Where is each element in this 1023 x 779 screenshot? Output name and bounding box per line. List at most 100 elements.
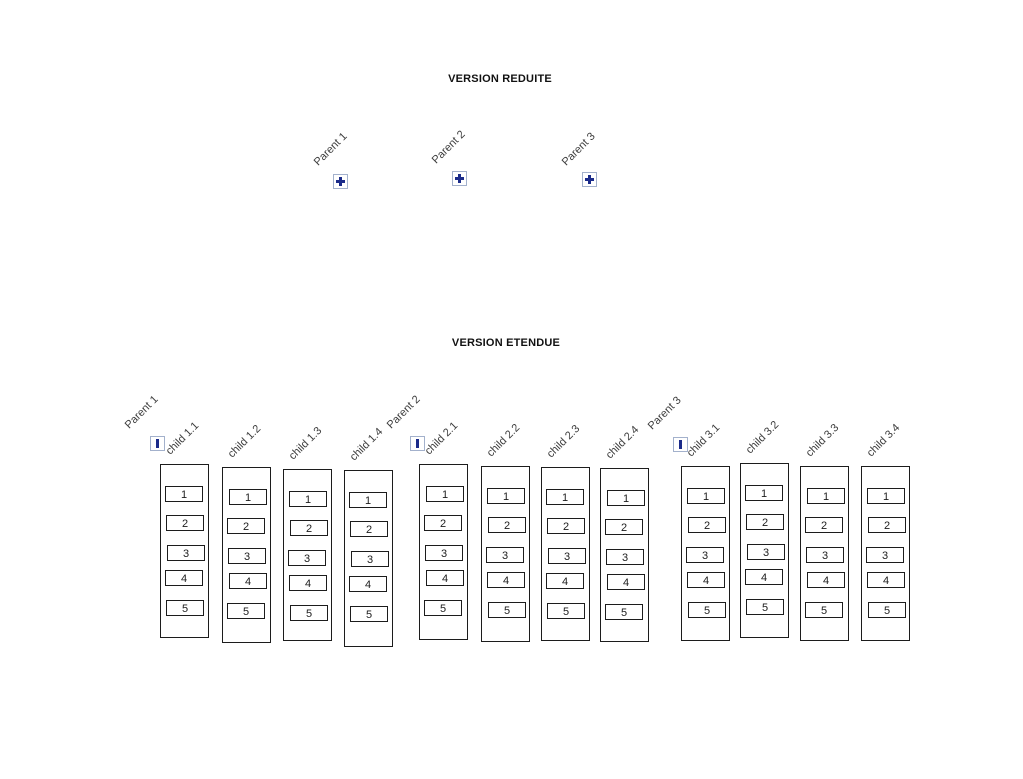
tree-item[interactable]: 5 bbox=[547, 603, 585, 619]
child-column: 1 2 3 4 5 bbox=[861, 466, 910, 641]
tree-item[interactable]: 3 bbox=[806, 547, 844, 563]
plus-icon-bar bbox=[588, 175, 591, 184]
tree-item[interactable]: 1 bbox=[546, 489, 584, 505]
tree-item[interactable]: 4 bbox=[289, 575, 327, 591]
tree-item[interactable]: 3 bbox=[288, 550, 326, 566]
tree-item[interactable]: 5 bbox=[605, 604, 643, 620]
tree-item[interactable]: 5 bbox=[746, 599, 784, 615]
tree-item[interactable]: 5 bbox=[688, 602, 726, 618]
child-column: 1 2 3 4 5 bbox=[541, 467, 590, 641]
child-column: 1 2 3 4 5 bbox=[481, 466, 530, 642]
extended-parent-label: Parent 1 bbox=[122, 393, 161, 432]
tree-item[interactable]: 2 bbox=[547, 518, 585, 534]
tree-item[interactable]: 2 bbox=[350, 521, 388, 537]
tree-item[interactable]: 5 bbox=[488, 602, 526, 618]
child-label: child 2.2 bbox=[484, 421, 523, 460]
tree-item[interactable]: 1 bbox=[807, 488, 845, 504]
tree-item[interactable]: 2 bbox=[290, 520, 328, 536]
child-column: 1 2 3 4 5 bbox=[160, 464, 209, 638]
tree-item[interactable]: 2 bbox=[868, 517, 906, 533]
tree-item[interactable]: 4 bbox=[165, 570, 203, 586]
tree-item[interactable]: 1 bbox=[867, 488, 905, 504]
child-column: 1 2 3 4 5 bbox=[283, 469, 332, 641]
plus-icon-bar bbox=[339, 177, 342, 186]
child-label: child 3.2 bbox=[743, 418, 782, 457]
tree-item[interactable]: 3 bbox=[606, 549, 644, 565]
child-label: child 2.4 bbox=[603, 423, 642, 462]
tree-item[interactable]: 1 bbox=[165, 486, 203, 502]
tree-item[interactable]: 1 bbox=[745, 485, 783, 501]
tree-item[interactable]: 2 bbox=[488, 517, 526, 533]
extended-parent-label: Parent 2 bbox=[384, 393, 423, 432]
child-column: 1 2 3 4 5 bbox=[344, 470, 393, 647]
tree-item[interactable]: 2 bbox=[424, 515, 462, 531]
tree-item[interactable]: 1 bbox=[229, 489, 267, 505]
tree-item[interactable]: 5 bbox=[805, 602, 843, 618]
reduced-section-title: VERSION REDUITE bbox=[448, 73, 552, 85]
tree-item[interactable]: 1 bbox=[289, 491, 327, 507]
child-label: child 3.1 bbox=[684, 421, 723, 460]
reduced-parent-label: Parent 1 bbox=[311, 130, 350, 169]
child-label: child 1.1 bbox=[163, 419, 202, 458]
tree-item[interactable]: 5 bbox=[166, 600, 204, 616]
collapse-bar-icon bbox=[679, 440, 682, 449]
extended-parent-2-collapse-button[interactable] bbox=[410, 436, 425, 451]
tree-item[interactable]: 2 bbox=[688, 517, 726, 533]
tree-item[interactable]: 3 bbox=[747, 544, 785, 560]
tree-item[interactable]: 4 bbox=[349, 576, 387, 592]
tree-item[interactable]: 4 bbox=[426, 570, 464, 586]
tree-item[interactable]: 5 bbox=[350, 606, 388, 622]
tree-item[interactable]: 4 bbox=[546, 573, 584, 589]
tree-item[interactable]: 4 bbox=[487, 572, 525, 588]
tree-item[interactable]: 3 bbox=[866, 547, 904, 563]
child-label: child 3.4 bbox=[864, 421, 903, 460]
tree-item[interactable]: 2 bbox=[746, 514, 784, 530]
tree-item[interactable]: 2 bbox=[805, 517, 843, 533]
reduced-parent-3-expand-button[interactable] bbox=[582, 172, 597, 187]
tree-item[interactable]: 1 bbox=[687, 488, 725, 504]
child-label: child 1.3 bbox=[286, 424, 325, 463]
tree-item[interactable]: 2 bbox=[166, 515, 204, 531]
tree-item[interactable]: 2 bbox=[605, 519, 643, 535]
tree-item[interactable]: 3 bbox=[167, 545, 205, 561]
plus-icon-bar bbox=[458, 174, 461, 183]
child-column: 1 2 3 4 5 bbox=[419, 464, 468, 640]
child-label: child 1.4 bbox=[347, 425, 386, 464]
tree-item[interactable]: 4 bbox=[607, 574, 645, 590]
child-label: child 2.3 bbox=[544, 422, 583, 461]
child-label: child 1.2 bbox=[225, 422, 264, 461]
extended-parent-1-collapse-button[interactable] bbox=[150, 436, 165, 451]
extended-parent-3-collapse-button[interactable] bbox=[673, 437, 688, 452]
collapse-bar-icon bbox=[416, 439, 419, 448]
extended-parent-label: Parent 3 bbox=[645, 394, 684, 433]
tree-item[interactable]: 3 bbox=[486, 547, 524, 563]
reduced-parent-label: Parent 2 bbox=[429, 128, 468, 167]
child-column: 1 2 3 4 5 bbox=[681, 466, 730, 641]
tree-item[interactable]: 4 bbox=[687, 572, 725, 588]
tree-item[interactable]: 3 bbox=[686, 547, 724, 563]
child-label: child 3.3 bbox=[803, 421, 842, 460]
tree-item[interactable]: 3 bbox=[228, 548, 266, 564]
child-column: 1 2 3 4 5 bbox=[740, 463, 789, 638]
tree-item[interactable]: 4 bbox=[807, 572, 845, 588]
reduced-parent-1-expand-button[interactable] bbox=[333, 174, 348, 189]
tree-item[interactable]: 1 bbox=[349, 492, 387, 508]
tree-item[interactable]: 4 bbox=[229, 573, 267, 589]
tree-item[interactable]: 2 bbox=[227, 518, 265, 534]
tree-item[interactable]: 4 bbox=[745, 569, 783, 585]
reduced-parent-2-expand-button[interactable] bbox=[452, 171, 467, 186]
extended-section-title: VERSION ETENDUE bbox=[451, 337, 561, 349]
tree-item[interactable]: 5 bbox=[868, 602, 906, 618]
tree-item[interactable]: 3 bbox=[425, 545, 463, 561]
tree-item[interactable]: 5 bbox=[227, 603, 265, 619]
tree-item[interactable]: 4 bbox=[867, 572, 905, 588]
tree-item[interactable]: 5 bbox=[290, 605, 328, 621]
tree-item[interactable]: 1 bbox=[426, 486, 464, 502]
tree-item[interactable]: 1 bbox=[607, 490, 645, 506]
child-label: child 2.1 bbox=[422, 419, 461, 458]
tree-item[interactable]: 5 bbox=[424, 600, 462, 616]
tree-item[interactable]: 3 bbox=[548, 548, 586, 564]
tree-item[interactable]: 3 bbox=[351, 551, 389, 567]
tree-item[interactable]: 1 bbox=[487, 488, 525, 504]
